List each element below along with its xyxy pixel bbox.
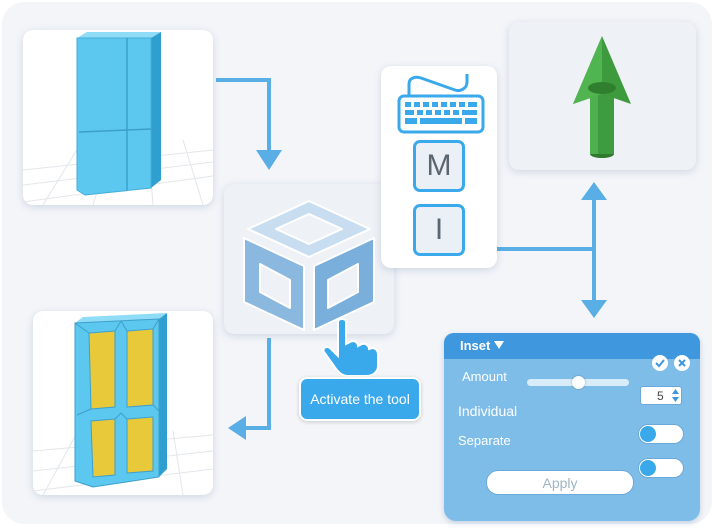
separate-toggle[interactable]: [638, 458, 684, 478]
inset-tool-icon: [243, 200, 375, 331]
confirm-button[interactable]: [652, 355, 668, 371]
inset-result-illustration: [33, 313, 213, 495]
amount-slider-thumb[interactable]: [571, 376, 585, 389]
arrow-top-to-tool: [216, 78, 282, 170]
close-icon: [678, 359, 686, 367]
apply-label: Apply: [542, 474, 578, 491]
amount-label: Amount: [462, 369, 507, 384]
amount-value: 5: [657, 389, 664, 403]
inset-tool-card[interactable]: [224, 184, 394, 334]
original-shape-illustration: [23, 32, 213, 205]
stepper-arrows-icon[interactable]: [672, 389, 679, 402]
close-button[interactable]: [674, 355, 690, 371]
inset-panel: Inset Amount 5 Individual Separate Apply: [444, 333, 700, 521]
arrow-tool-to-result: [228, 338, 271, 440]
inset-panel-title: Inset: [460, 338, 491, 353]
individual-toggle-knob: [640, 426, 656, 442]
inset-gizmo-arrow-icon: [573, 36, 631, 158]
key-i-label: I: [434, 213, 444, 246]
activate-tool-callout: Activate the tool: [299, 377, 421, 421]
apply-button[interactable]: Apply: [486, 470, 634, 495]
check-icon: [655, 359, 665, 368]
amount-stepper[interactable]: 5: [640, 386, 682, 405]
key-i: I: [413, 204, 465, 256]
inset-panel-header[interactable]: [444, 333, 700, 359]
original-shape-card: [23, 30, 213, 205]
key-m: M: [413, 140, 465, 192]
separate-toggle-knob: [640, 460, 656, 476]
key-m-label: M: [426, 149, 452, 182]
separate-label: Separate: [458, 433, 511, 448]
inset-gizmo-card: [509, 22, 696, 170]
inset-result-card: [33, 311, 213, 495]
individual-label: Individual: [458, 403, 518, 419]
keyboard-icon: [397, 74, 485, 134]
activate-tool-label: Activate the tool: [310, 391, 410, 407]
hand-pointer-icon: [322, 318, 379, 377]
individual-toggle[interactable]: [638, 424, 684, 444]
arrow-keys-branch: [497, 182, 607, 318]
shortcut-card: M I: [381, 66, 497, 268]
caret-down-icon[interactable]: [494, 341, 504, 349]
